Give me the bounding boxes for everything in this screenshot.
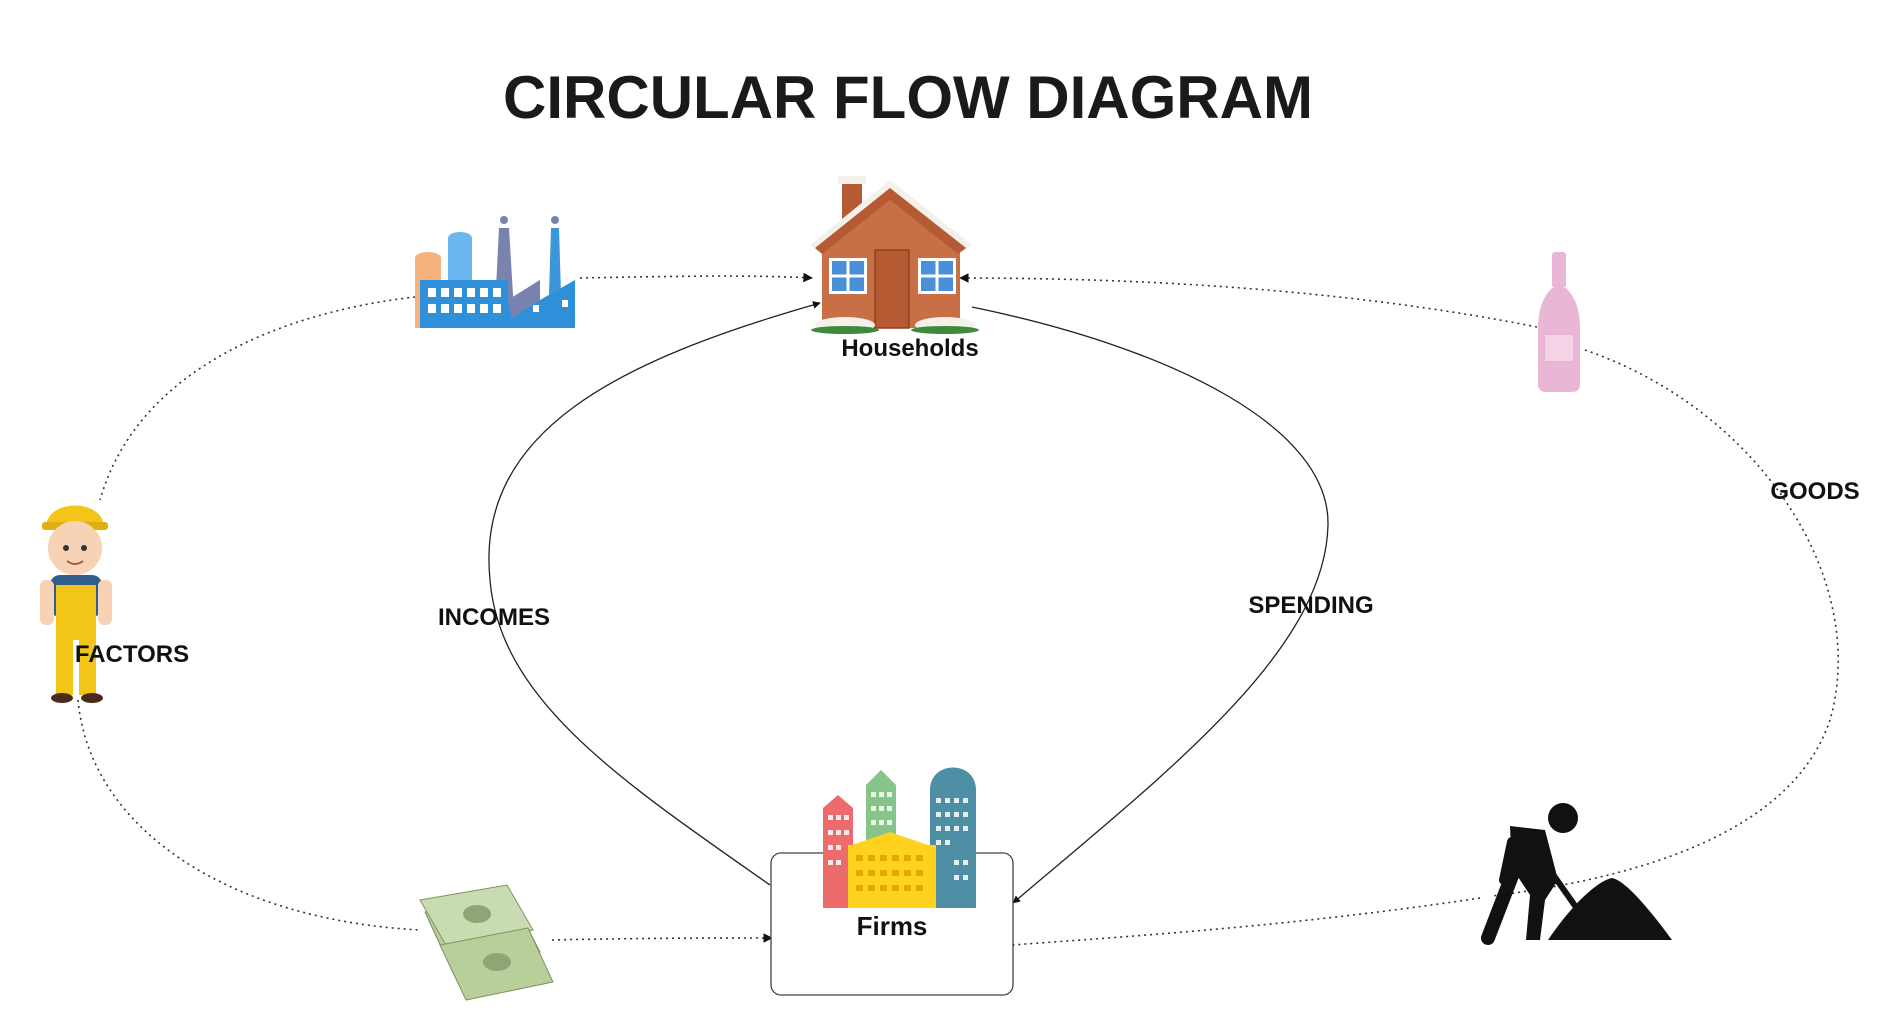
flow-goods-right	[1491, 349, 1839, 897]
factory-icon	[415, 216, 575, 328]
bottle-icon	[1538, 252, 1580, 392]
flow-factors-to-house	[579, 272, 813, 283]
flow-factors-top-left	[99, 296, 416, 501]
money-stack-icon	[419, 884, 554, 1001]
flow-factors-left	[77, 699, 421, 931]
spending-label: SPENDING	[1248, 592, 1373, 619]
households-label: Households	[841, 335, 978, 362]
flow-spending	[971, 306, 1329, 904]
flow-money-to-firms	[551, 933, 773, 943]
flow-goods-to-house	[959, 273, 1538, 328]
firms-label: Firms	[857, 911, 928, 941]
flow-goods-to-firms	[1011, 897, 1481, 946]
goods-label: GOODS	[1770, 478, 1859, 505]
city-buildings-icon	[823, 767, 976, 908]
worker-icon	[40, 505, 112, 703]
digging-worker-icon	[1481, 803, 1672, 945]
flow-incomes	[488, 301, 821, 886]
factors-label: FACTORS	[75, 641, 189, 668]
page-title: CIRCULAR FLOW DIAGRAM	[503, 64, 1313, 131]
house-icon	[810, 176, 979, 334]
incomes-label: INCOMES	[438, 604, 550, 631]
